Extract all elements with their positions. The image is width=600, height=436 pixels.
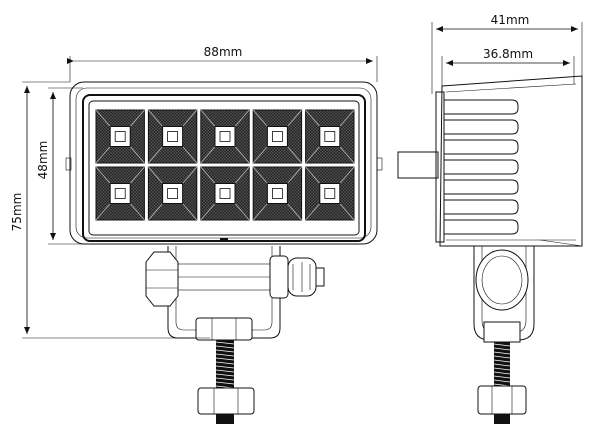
led-cell [200, 109, 250, 164]
front-view [65, 81, 383, 424]
side-total-label: 41mm [491, 13, 530, 27]
led-cell [305, 166, 355, 221]
heatsink-fins [444, 99, 519, 235]
fin [444, 139, 519, 155]
dimension-total-height: 75mm [10, 81, 210, 339]
fin [444, 159, 519, 175]
led-cell [305, 109, 355, 164]
led-cell [147, 166, 198, 221]
fin [444, 219, 519, 235]
fin [444, 119, 519, 135]
side-boss [397, 151, 439, 179]
fin [444, 179, 519, 195]
dimension-side-body: 36.8mm [441, 47, 575, 86]
led-cell [95, 109, 145, 164]
led-cell [200, 166, 250, 221]
mount-bracket [145, 246, 325, 339]
front-mount-stud [195, 317, 255, 424]
dimension-lens-height: 48mm [36, 87, 83, 245]
led-array [95, 109, 355, 221]
led-cell [147, 109, 198, 164]
fin [444, 99, 519, 115]
total-height-label: 75mm [10, 193, 24, 232]
side-view [397, 75, 583, 424]
fin [444, 199, 519, 215]
led-cell [252, 166, 303, 221]
dimension-side-total: 41mm [431, 13, 583, 94]
side-body-label: 36.8mm [483, 47, 533, 61]
width-label: 88mm [204, 45, 243, 59]
led-cell [95, 166, 145, 221]
led-cell [252, 109, 303, 164]
side-mount-stud [477, 321, 527, 424]
dimension-width: 88mm [67, 45, 378, 82]
lens-height-label: 48mm [36, 141, 50, 180]
